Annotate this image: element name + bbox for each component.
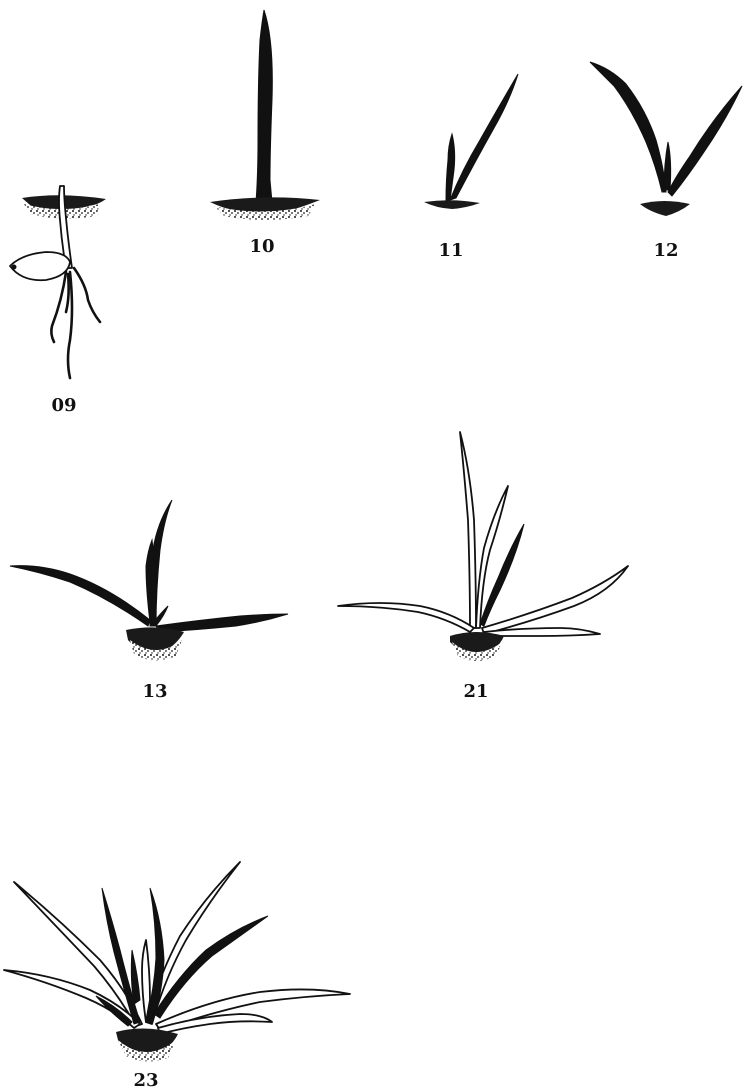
leaf [668,86,742,196]
stage-label-10: 10 [249,236,274,257]
seed-tip [12,265,17,270]
stage-label-11: 11 [438,240,463,261]
leaf [256,10,272,202]
stage-label-23: 23 [133,1070,158,1091]
plant-stage-09 [10,186,106,378]
leaf [450,74,518,200]
leaf [446,134,455,200]
leaf [590,62,666,192]
leaf [338,603,474,632]
leaf [156,614,288,632]
stage-label-12: 12 [653,240,678,261]
stage-label-09: 09 [51,395,76,416]
soil-surface [424,200,480,209]
plant-stage-13 [10,500,288,661]
plant-stage-11 [424,74,518,209]
root [74,268,100,322]
leaf [142,940,150,1022]
leaf [664,142,671,190]
soil-surface [640,201,690,216]
stage-label-21: 21 [463,681,488,702]
leaf [10,566,150,626]
plant-stage-10 [210,10,320,220]
plant-stage-21 [338,432,628,661]
stage-label-13: 13 [142,681,167,702]
seed [10,252,70,280]
leaf [460,432,476,628]
leaf [14,882,142,1026]
plant-stage-23 [4,862,350,1062]
root [66,274,69,312]
root [51,272,66,342]
leaf [131,950,140,1004]
plant-stage-12 [590,62,742,216]
